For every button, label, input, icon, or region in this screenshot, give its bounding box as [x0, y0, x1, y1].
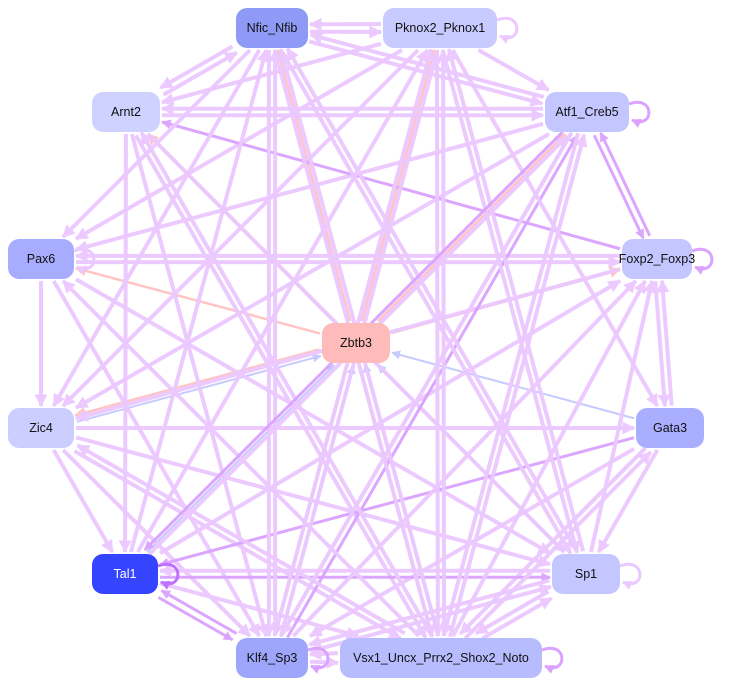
node-box[interactable]	[545, 92, 629, 132]
node-box[interactable]	[322, 323, 390, 363]
node-pax6[interactable]: Pax6	[8, 239, 74, 279]
edge-sp1-nfic	[285, 47, 578, 552]
node-label: Sp1	[575, 567, 597, 581]
edge-nfic-pax6	[61, 48, 252, 239]
edge-pax6-sp1	[74, 277, 552, 555]
node-box[interactable]	[8, 408, 74, 448]
node-nfic[interactable]: Nfic_Nfib	[236, 8, 308, 48]
edge-sp1-pknox	[445, 47, 586, 552]
edge-nfic-arnt2	[159, 44, 234, 90]
edge-vsx1-foxp	[451, 279, 647, 637]
edge-tal1-nfic	[128, 48, 270, 553]
edge-sp1-klf4	[307, 578, 550, 648]
node-atf1[interactable]: Atf1_Creb5	[545, 92, 629, 132]
node-arnt2[interactable]: Arnt2	[92, 92, 160, 132]
self-loop-atf1	[628, 100, 651, 128]
edge-tal1-pknox	[135, 48, 430, 553]
edge-foxp-atf1	[599, 131, 652, 237]
edge-vsx1-klf4	[308, 647, 339, 661]
node-vsx1[interactable]: Vsx1_Uncx_Prrx2_Shox2_Noto	[340, 638, 542, 678]
edge-arnt2-vsx1	[134, 134, 428, 639]
edge-gata3-sp1	[596, 449, 660, 554]
node-box[interactable]	[383, 8, 497, 48]
edge-atf1-klf4	[280, 131, 574, 636]
node-label: Tal1	[114, 567, 137, 581]
edge-pknox-vsx1	[431, 50, 445, 638]
self-loop-foxp	[691, 247, 714, 275]
edge-arnt2-nfic	[162, 50, 238, 97]
node-box[interactable]	[236, 8, 308, 48]
edge-pknox-gata3	[450, 49, 660, 408]
node-tal1[interactable]: Tal1	[92, 554, 158, 594]
edge-pknox-arnt2	[160, 41, 382, 106]
self-loop-pknox	[496, 16, 519, 44]
node-box[interactable]	[92, 554, 158, 594]
node-label: Arnt2	[111, 105, 141, 119]
edge-nfic-zic4	[51, 48, 262, 408]
edge-vsx1-zic4	[76, 443, 406, 636]
edge-vsx1-arnt2	[139, 131, 433, 636]
node-gata3[interactable]: Gata3	[636, 408, 704, 448]
node-box[interactable]	[8, 239, 74, 279]
node-box[interactable]	[622, 239, 692, 279]
node-label: Gata3	[653, 421, 687, 435]
edge-zbtb3-atf1	[377, 133, 566, 322]
self-loop-pax6	[73, 247, 96, 275]
edge-atf1-vsx1	[440, 132, 581, 637]
edge-sp1-vsx1	[474, 589, 550, 636]
edge-gata3-zbtb3	[391, 350, 635, 420]
node-label: Klf4_Sp3	[247, 651, 298, 665]
node-label: Pax6	[27, 252, 56, 266]
node-zbtb3[interactable]: Zbtb3	[322, 323, 390, 363]
edge-arnt2-klf4	[129, 133, 270, 638]
self-loop-sp1	[619, 562, 642, 590]
edge-foxp-gata3	[653, 281, 671, 408]
node-klf4[interactable]: Klf4_Sp3	[236, 638, 308, 678]
edge-foxp-arnt2	[161, 119, 621, 251]
node-box[interactable]	[92, 92, 160, 132]
node-label: Zic4	[29, 421, 53, 435]
node-pknox[interactable]: Pknox2_Pknox1	[383, 8, 497, 48]
edge-vsx1-pknox	[436, 48, 450, 636]
edge-zbtb3-pknox	[360, 48, 437, 322]
node-box[interactable]	[340, 638, 542, 678]
edge-klf4-vsx1	[309, 655, 340, 669]
edge-atf1-zic4	[74, 132, 550, 410]
edge-sp1-foxp	[589, 279, 656, 553]
edge-tal1-foxp	[158, 279, 622, 555]
self-loop-tal1	[157, 562, 180, 590]
edge-gata3-foxp	[656, 279, 674, 406]
edge-tal1-vsx1	[159, 581, 360, 640]
node-label: Nfic_Nfib	[247, 21, 298, 35]
node-zic4[interactable]: Zic4	[8, 408, 74, 448]
node-label: Atf1_Creb5	[555, 105, 618, 119]
edge-vsx1-pax6	[61, 279, 421, 638]
node-box[interactable]	[236, 638, 308, 678]
node-label: Zbtb3	[340, 336, 372, 350]
edge-atf1-foxp	[592, 134, 645, 240]
node-label: Foxp2_Foxp3	[619, 252, 695, 266]
edge-vsx1-sp1	[481, 596, 553, 641]
edges-layer	[34, 16, 714, 674]
self-loop-vsx1	[541, 646, 564, 674]
edge-vsx1-gata3	[464, 450, 653, 640]
edge-pknox-atf1	[477, 48, 550, 92]
node-label: Pknox2_Pknox1	[395, 21, 485, 35]
node-label: Vsx1_Uncx_Prrx2_Shox2_Noto	[353, 651, 529, 665]
node-sp1[interactable]: Sp1	[552, 554, 620, 594]
edge-tal1-klf4	[157, 596, 234, 642]
edge-pknox-sp1	[440, 50, 581, 555]
edge-vsx1-atf1	[447, 133, 588, 638]
edge-klf4-tal1	[160, 589, 238, 635]
edge-gata3-klf4	[308, 447, 636, 638]
node-box[interactable]	[636, 408, 704, 448]
edge-zic4-klf4	[61, 448, 252, 638]
edge-nfic-sp1	[280, 50, 573, 555]
edge-zic4-tal1	[51, 449, 115, 554]
node-foxp[interactable]: Foxp2_Foxp3	[619, 239, 695, 279]
node-box[interactable]	[552, 554, 620, 594]
edge-klf4-foxp	[291, 279, 638, 638]
self-loop-klf4	[307, 646, 330, 674]
